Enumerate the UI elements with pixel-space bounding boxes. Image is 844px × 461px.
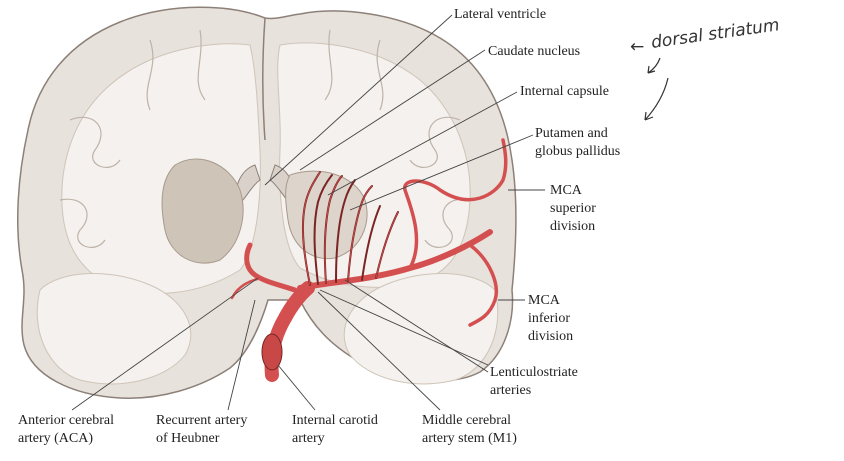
labels: Lateral ventricle Caudate nucleus Intern…: [18, 7, 620, 446]
annotation-arrow-2: [644, 77, 669, 121]
handwritten-annotation: ← dorsal striatum: [630, 15, 781, 121]
leader-caudate: [299, 49, 486, 171]
leader-lines: [71, 14, 545, 411]
label-ica-line1: Internal carotid: [292, 413, 378, 428]
label-lenticulostriate-line2: arteries: [490, 383, 531, 398]
annotation-arrow-1: [647, 57, 661, 74]
label-mca-superior-line2: superior: [550, 201, 596, 216]
mca-inferior-division: [468, 243, 498, 327]
anterior-cerebral-artery: [244, 242, 298, 293]
leader-internal-capsule: [327, 91, 518, 196]
leader-m1: [317, 291, 441, 411]
leader-ica: [277, 364, 316, 411]
label-caudate-nucleus: Caudate nucleus: [488, 44, 580, 59]
leader-lenticulo-a: [319, 289, 489, 366]
temporal-lobe-left: [36, 273, 192, 385]
label-m1-line1: Middle cerebral: [422, 413, 511, 428]
label-mca-superior-line1: MCA: [550, 183, 583, 198]
leader-aca: [71, 277, 259, 411]
label-mca-inferior-line3: division: [528, 329, 573, 344]
label-ica-line2: artery: [292, 431, 325, 446]
label-lenticulostriate-line1: Lenticulostriate: [490, 365, 578, 380]
label-mca-inferior-line1: MCA: [528, 293, 561, 308]
label-mca-inferior-line2: inferior: [528, 311, 570, 326]
lenticulostriate-arteries-outline: [302, 171, 399, 286]
label-heubner-line2: of Heubner: [156, 431, 220, 446]
ica-bulb: [261, 333, 283, 371]
brain-coronal-section: [17, 6, 517, 399]
label-lateral-ventricle: Lateral ventricle: [454, 7, 546, 22]
leader-lenticulo-b: [344, 279, 489, 373]
label-mca-superior-line3: division: [550, 219, 595, 234]
annotation-arrow-left: ←: [630, 37, 644, 57]
label-internal-capsule: Internal capsule: [520, 84, 609, 99]
label-aca-line1: Anterior cerebral: [18, 413, 114, 428]
label-putamen-line2: globus pallidus: [535, 144, 620, 159]
annotation-text: dorsal striatum: [650, 15, 781, 53]
leader-putamen: [349, 134, 534, 211]
leader-heubner: [227, 299, 256, 411]
longitudinal-fissure: [262, 17, 266, 141]
label-m1-line2: artery stem (M1): [422, 431, 517, 446]
arteries: [230, 138, 508, 382]
label-putamen-line1: Putamen and: [535, 126, 608, 141]
label-heubner-line1: Recurrent artery: [156, 413, 247, 428]
leader-lateral-ventricle: [264, 14, 453, 186]
mca-superior-division: [403, 138, 508, 270]
deep-nuclei-left: [161, 158, 244, 264]
label-aca-line2: artery (ACA): [18, 431, 93, 446]
